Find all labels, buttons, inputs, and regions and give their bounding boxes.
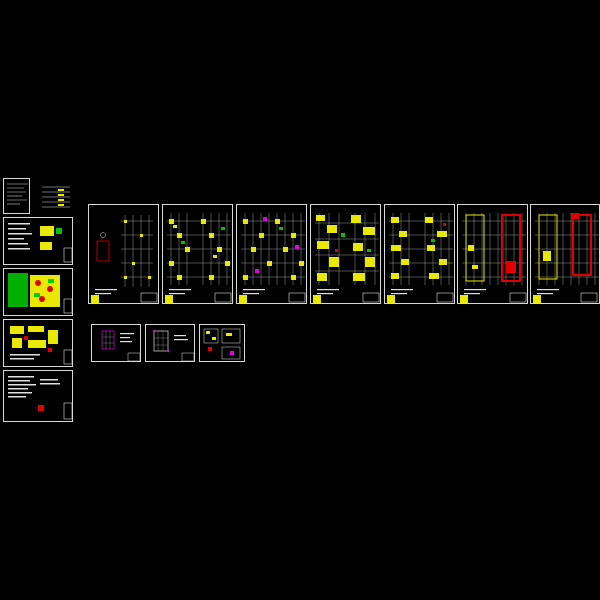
detail-plan-sheet[interactable] (3, 319, 73, 367)
cover-sheet[interactable] (3, 178, 30, 214)
plan-sheet-7[interactable] (530, 204, 600, 304)
plan-sheet-5[interactable] (384, 204, 455, 304)
legend-table (40, 184, 72, 212)
plan-sheet-4[interactable] (310, 204, 381, 304)
plan-sheet-5-drawing (387, 213, 454, 303)
small-sheet-2[interactable] (145, 324, 195, 362)
plan-sheet-6[interactable] (457, 204, 528, 304)
small-sheet-3[interactable] (199, 324, 245, 362)
notes-plan-sheet[interactable] (3, 217, 73, 265)
cover-sheet-drawing (7, 183, 28, 205)
notes-plan-drawing (8, 223, 73, 263)
plan-sheet-1-drawing (91, 215, 158, 303)
plan-sheet-4-drawing (313, 213, 380, 303)
plan-sheet-3[interactable] (236, 204, 307, 304)
plan-sheet-7-drawing (533, 213, 599, 303)
plan-sheet-6-drawing (460, 213, 527, 303)
small-sheet-1[interactable] (91, 324, 141, 362)
plan-sheet-2-drawing (165, 213, 232, 303)
notes-sheet[interactable] (3, 370, 73, 422)
plan-sheet-1[interactable] (88, 204, 159, 304)
small-sheet-3-drawing (203, 328, 241, 360)
small-sheet-2-drawing (153, 330, 195, 362)
plan-sheet-3-drawing (239, 213, 306, 303)
colored-plan-drawing (8, 273, 73, 314)
legend-table-drawing (42, 186, 70, 208)
detail-plan-drawing (10, 326, 73, 365)
notes-sheet-drawing (8, 376, 73, 420)
colored-plan-sheet[interactable] (3, 268, 73, 316)
plan-sheet-2[interactable] (162, 204, 233, 304)
small-sheet-1-drawing (101, 330, 141, 362)
